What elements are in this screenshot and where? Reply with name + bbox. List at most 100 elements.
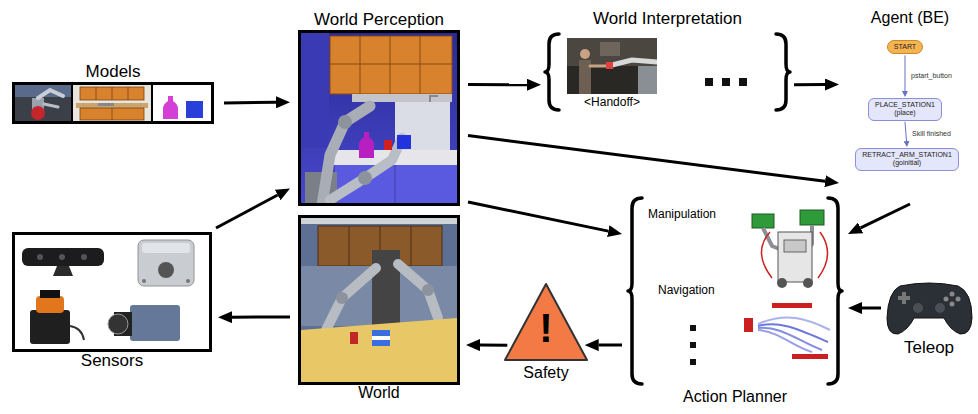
handoff-art-part <box>590 65 606 68</box>
models-art-part <box>80 87 144 100</box>
perception-art-part <box>352 94 452 102</box>
handoff-art-part <box>606 62 613 69</box>
handoff-art-part <box>567 38 657 94</box>
manipulation-art-part <box>777 278 787 288</box>
sensors-art-part <box>30 310 70 344</box>
state-name: START <box>894 43 916 51</box>
gamepad-art-part <box>913 303 923 313</box>
ellipsis-mark-part <box>739 78 747 86</box>
sensors-art-part <box>130 305 180 341</box>
vertical-ellipsis-part <box>690 325 696 331</box>
handoff-art-part <box>600 42 620 56</box>
transition-arrow <box>904 55 905 91</box>
panel-title: World Perception <box>314 10 444 30</box>
flow-arrow <box>468 83 527 86</box>
state-name: RETRACT_ARM_STATION1 <box>862 151 952 159</box>
handoff-art-part <box>638 66 657 94</box>
world-art-part <box>398 264 438 318</box>
sensors-art-part <box>108 314 128 334</box>
group-title: Action Planner <box>683 388 787 406</box>
models-art-part <box>96 87 97 100</box>
flow-arrow <box>216 195 278 228</box>
transition-label: Skill finished <box>911 130 952 138</box>
world-art-part <box>301 318 457 382</box>
models-art-part <box>80 108 144 120</box>
manipulation-art <box>752 210 828 288</box>
sensors-art-part <box>59 254 65 260</box>
world-art-part <box>349 226 350 266</box>
sensors-art-part <box>22 248 104 266</box>
flow-arrow <box>232 316 290 319</box>
image-caption: <Handoff> <box>584 96 640 110</box>
flow-arrow <box>794 83 825 86</box>
panel-title: Teleop <box>904 338 954 358</box>
perception-art-part <box>360 36 361 94</box>
planner-label: Navigation <box>658 284 715 298</box>
sensors-art-part <box>158 262 174 278</box>
navigation-art-part <box>792 354 828 359</box>
models-art-part <box>38 90 63 98</box>
perception-art-part <box>390 36 391 94</box>
sensors-art-part <box>81 254 87 260</box>
models-art-part <box>31 106 45 120</box>
group-title: World Interpretation <box>593 9 742 29</box>
vertical-ellipsis-part <box>690 342 696 348</box>
manipulation-art-part <box>778 232 812 282</box>
world-art-part <box>372 330 390 346</box>
sensors-art-part <box>138 240 194 286</box>
world-art-part <box>422 284 434 296</box>
models-art <box>15 85 211 121</box>
navigation-art <box>744 303 830 359</box>
world-art <box>301 218 457 382</box>
curly-bracket <box>776 34 790 110</box>
manipulation-art-part <box>803 278 813 288</box>
models-art-part <box>73 85 152 121</box>
vertical-ellipsis <box>690 325 696 365</box>
skill-name: (goinitial) <box>862 159 952 167</box>
handoff-art-part <box>612 60 657 65</box>
safety-sign: !Safety <box>503 282 589 362</box>
sensors-art-part <box>142 279 146 283</box>
sensors-art <box>22 240 194 344</box>
models-art-part <box>15 85 72 121</box>
models-art-part <box>153 85 211 121</box>
perception-art-part <box>359 132 374 158</box>
flow-arrow <box>599 343 622 346</box>
models-art-part <box>163 96 178 119</box>
flow-arrow <box>468 202 608 231</box>
warning-mark: ! <box>539 308 552 348</box>
curly-bracket <box>828 198 842 384</box>
interpretation-group: World Interpretation<Handoff> <box>545 32 790 112</box>
handoff-image: <Handoff> <box>567 38 657 94</box>
transition-arrow <box>905 122 907 141</box>
perception-frame: World Perception <box>298 30 460 206</box>
sensors-frame: Sensors <box>12 232 212 352</box>
perception-art-part <box>395 102 450 150</box>
world-art-part <box>372 336 390 340</box>
perception-art-part <box>420 36 421 94</box>
manipulation-art-part <box>818 232 828 278</box>
ellipsis-mark-part <box>705 78 713 86</box>
ellipsis-mark-part <box>722 78 730 86</box>
perception-art-part <box>330 36 452 94</box>
ellipsis-mark <box>705 78 747 86</box>
gamepad-art-part <box>935 303 945 313</box>
gamepad-art-part <box>944 297 949 302</box>
navigation-art-part <box>758 324 828 342</box>
agent-panel: Agent (BE)STARTPLACE_STATION1(place)RETR… <box>845 30 975 200</box>
gamepad-art-part <box>902 292 906 304</box>
flow-arrow <box>224 101 276 105</box>
sensors-art-part <box>40 290 60 298</box>
navigation-art-part <box>758 317 830 330</box>
flow-arrow <box>468 136 825 182</box>
teleop-pad: Teleop <box>885 280 973 336</box>
handoff-art <box>567 38 657 94</box>
perception-art-part <box>358 171 372 185</box>
models-art-part <box>186 101 203 118</box>
perception-art <box>301 33 457 203</box>
world-art-part <box>301 218 457 224</box>
models-art-part <box>15 85 72 97</box>
gamepad-art-part <box>950 292 955 297</box>
gamepad-art-part <box>950 302 955 307</box>
state-box: PLACE_STATION1(place) <box>868 98 942 121</box>
